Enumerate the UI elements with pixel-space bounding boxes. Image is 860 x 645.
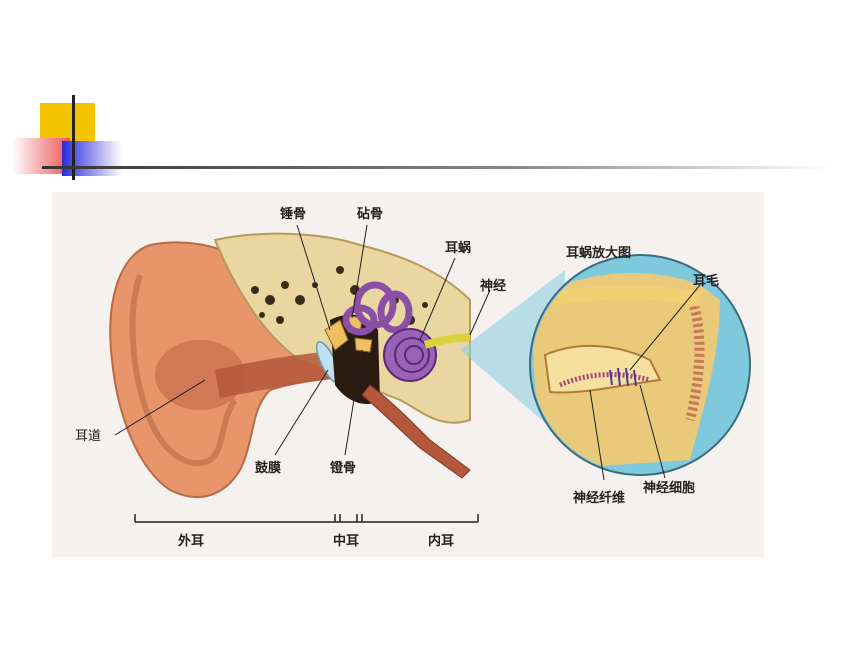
- leader-lines: [114, 224, 701, 481]
- label-hair: 耳毛: [693, 273, 719, 289]
- label-inner-ear: 内耳: [428, 533, 454, 549]
- label-hammer: 锤骨: [279, 206, 306, 222]
- zoom-contents: [532, 273, 720, 470]
- ear-canal-passage: [215, 352, 330, 398]
- auricle-inner-fold: [129, 274, 238, 467]
- label-outer-ear: 外耳: [177, 533, 204, 549]
- stirrup-bone: [354, 337, 373, 353]
- label-nerve: 神经: [480, 278, 506, 294]
- label-nerve-cell: 神经细胞: [643, 480, 695, 496]
- label-anvil: 砧骨: [357, 206, 383, 222]
- label-cochlea: 耳蜗: [445, 240, 471, 256]
- label-stirrup: 镫骨: [329, 460, 356, 476]
- cochlea-spiral: [383, 328, 437, 382]
- deco-vertical-line: [72, 95, 75, 180]
- inner-ear: [342, 281, 413, 336]
- label-middle-ear: 中耳: [333, 533, 359, 549]
- deco-horizontal-rule: [42, 166, 832, 169]
- eustachian-tube: [361, 384, 471, 479]
- label-eardrum: 鼓膜: [255, 460, 281, 476]
- auditory-nerve: [423, 333, 471, 349]
- label-nerve-fiber: 神经纤维: [573, 490, 625, 506]
- ear-section-bracket: [134, 514, 479, 523]
- hammer-bone: [324, 319, 349, 351]
- label-ear-canal: 耳道: [75, 429, 101, 444]
- slide-decoration: [0, 0, 860, 200]
- label-cochlea-zoom-title: 耳蜗放大图: [566, 245, 631, 261]
